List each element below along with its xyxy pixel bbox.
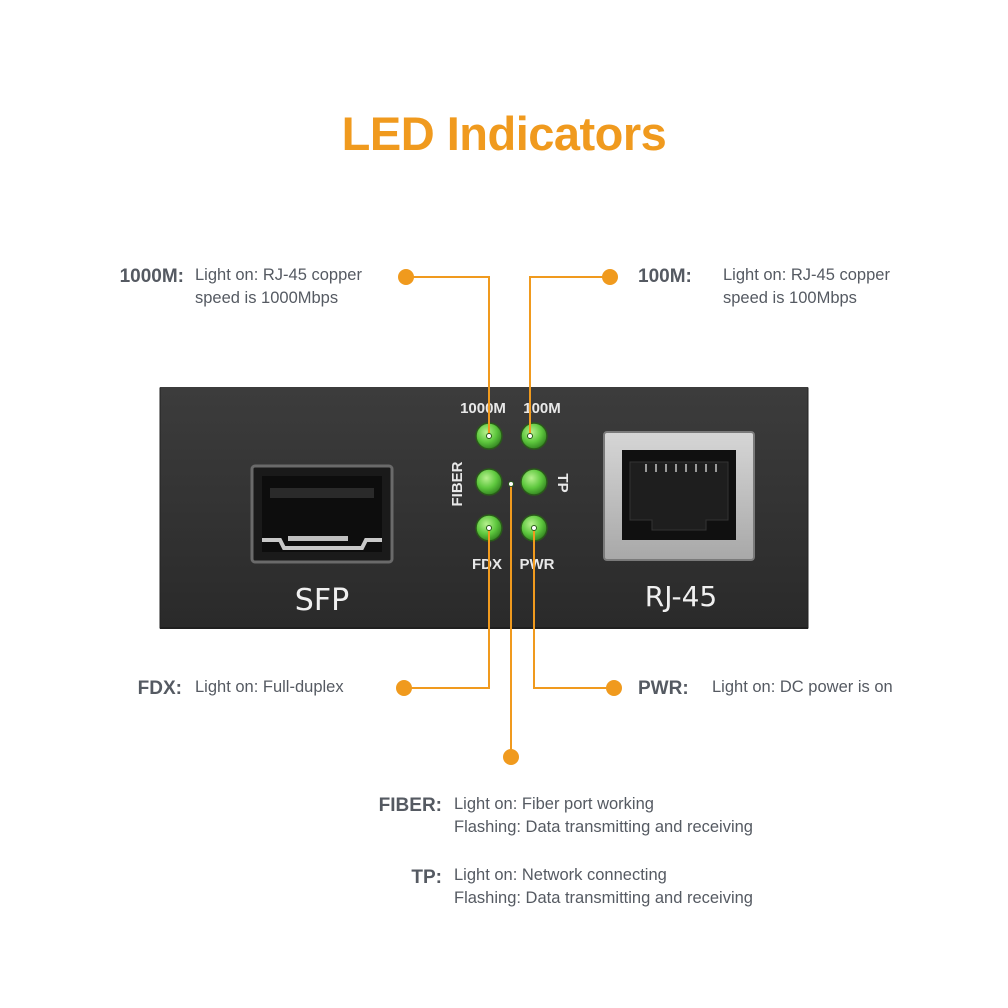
led-fdx bbox=[475, 514, 503, 542]
annotation-desc-fdx: Light on: Full-duplex bbox=[195, 676, 344, 699]
led-label-fiber: FIBER bbox=[449, 461, 466, 506]
led-label-tp: TP bbox=[554, 473, 571, 492]
annotation-desc-fiber: Light on: Fiber port working Flashing: D… bbox=[454, 793, 753, 839]
page-title: LED Indicators bbox=[341, 107, 667, 160]
annotation-desc-line: Flashing: Data transmitting and receivin… bbox=[454, 889, 753, 907]
led-label-fdx: FDX bbox=[472, 556, 502, 573]
rj45-port-label: RJ-45 bbox=[645, 580, 717, 613]
led-tp bbox=[520, 468, 548, 496]
led-100m bbox=[520, 422, 548, 450]
annotation-desc-tp: Light on: Network connecting Flashing: D… bbox=[454, 864, 753, 910]
annotation-label-fdx: FDX: bbox=[137, 678, 182, 699]
annotation-desc-line: Light on: RJ-45 copper bbox=[195, 266, 362, 284]
annotation-desc-line: Light on: Network connecting bbox=[454, 866, 667, 884]
sfp-port bbox=[250, 464, 394, 564]
annotation-desc-line: Light on: RJ-45 copper bbox=[723, 266, 890, 284]
annotation-desc-100m: Light on: RJ-45 copper speed is 100Mbps bbox=[723, 264, 890, 310]
led-pwr bbox=[520, 514, 548, 542]
rj45-port bbox=[603, 431, 755, 561]
annotation-label-100m: 100M: bbox=[638, 266, 692, 287]
led-1000m bbox=[475, 422, 503, 450]
led-label-100m: 100M bbox=[523, 400, 561, 417]
annotation-desc-line: Light on: DC power is on bbox=[712, 678, 893, 696]
annotation-desc-line: Light on: Fiber port working bbox=[454, 795, 654, 813]
sfp-port-label: SFP bbox=[295, 583, 349, 618]
led-label-1000m: 1000M bbox=[460, 400, 506, 417]
annotation-desc-line: Flashing: Data transmitting and receivin… bbox=[454, 818, 753, 836]
annotation-desc-line: speed is 100Mbps bbox=[723, 289, 857, 307]
annotation-label-tp: TP: bbox=[411, 867, 442, 888]
annotation-desc-line: Light on: Full-duplex bbox=[195, 678, 344, 696]
annotation-desc-line: speed is 1000Mbps bbox=[195, 289, 339, 307]
annotation-label-fiber: FIBER: bbox=[378, 795, 442, 816]
led-label-pwr: PWR bbox=[520, 556, 555, 573]
annotation-label-1000m: 1000M: bbox=[119, 266, 184, 287]
annotation-desc-pwr: Light on: DC power is on bbox=[712, 676, 893, 699]
led-fiber bbox=[475, 468, 503, 496]
annotation-desc-1000m: Light on: RJ-45 copper speed is 1000Mbps bbox=[195, 264, 362, 310]
annotation-label-pwr: PWR: bbox=[638, 678, 689, 699]
